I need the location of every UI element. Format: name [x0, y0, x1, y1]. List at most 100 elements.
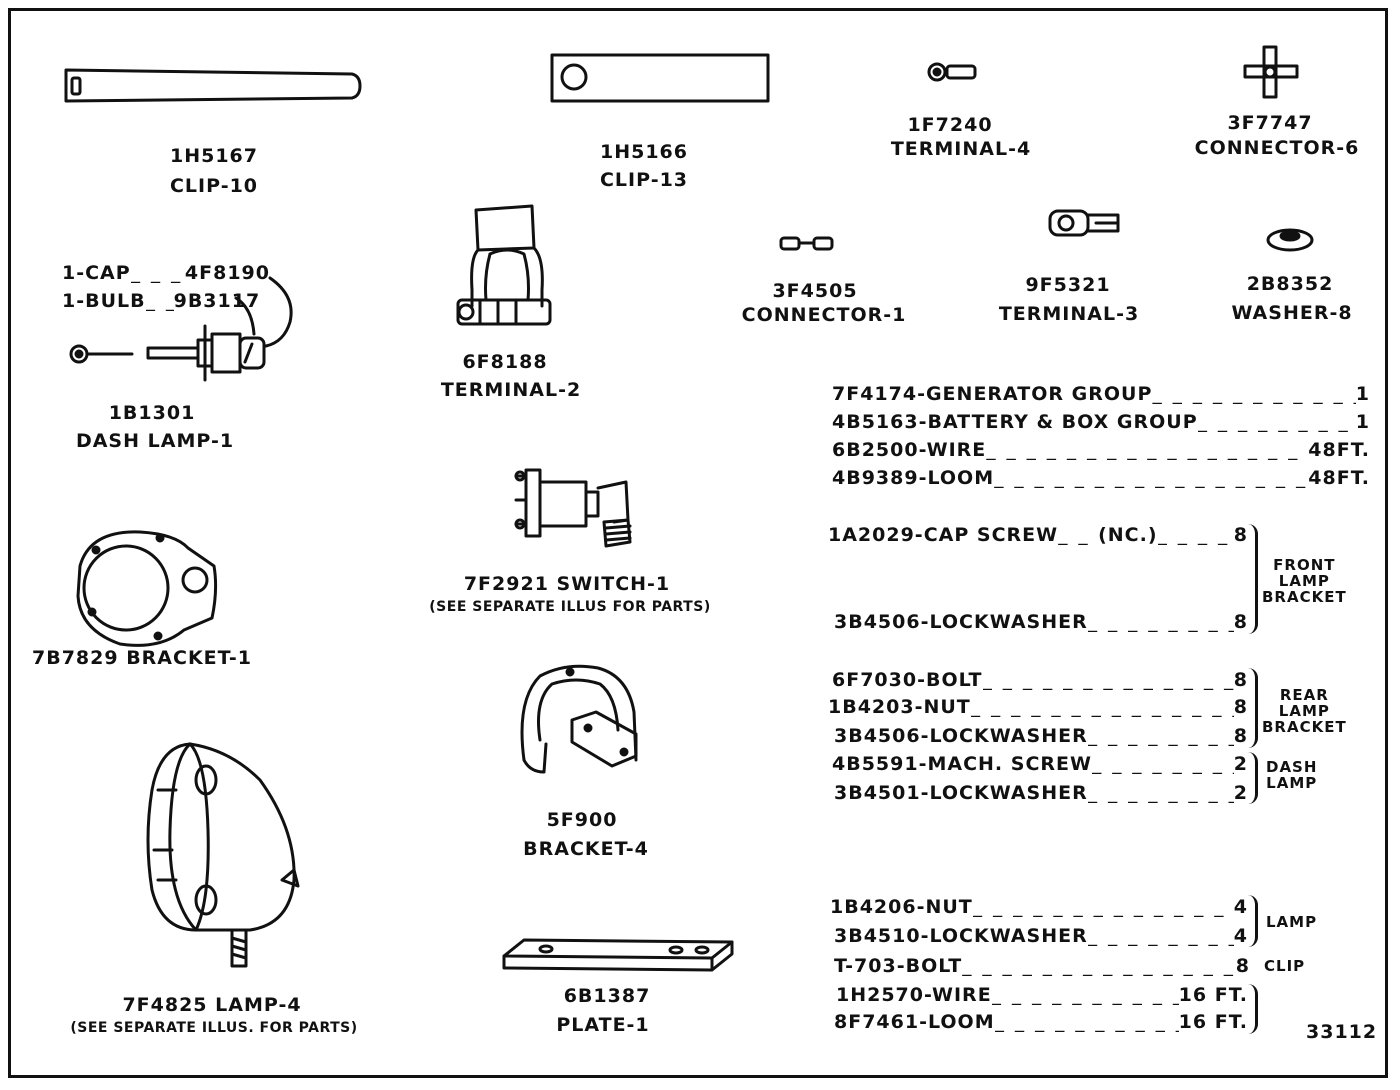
group-label-line: FRONT [1273, 556, 1336, 574]
leader-dashes: _ _ _ _ _ _ _ _ _ _ _ _ _ _ _ _ _ _ _ _ … [1087, 613, 1234, 632]
switch-label: 7F2921 SWITCH-1 [463, 573, 671, 595]
washer-8-number: 2B8352 [1246, 273, 1334, 295]
bracket-4-name: BRACKET-4 [523, 838, 649, 860]
connector-6-number: 3F7747 [1227, 112, 1313, 134]
list-qty: 4 [1233, 925, 1248, 947]
list-item: 4B5591-MACH. SCREW [832, 753, 1092, 775]
list-row: 3B4506-LOCKWASHER _ _ _ _ _ _ _ _ _ _ _ … [834, 727, 1248, 746]
terminal-2-name: TERMINAL-2 [440, 379, 582, 401]
list-qty: 16 FT. [1178, 1011, 1248, 1033]
leader-dashes: _ _ _ _ _ _ _ _ _ _ _ _ _ _ _ _ _ _ _ _ … [982, 671, 1234, 690]
list-row: 6F7030-BOLT _ _ _ _ _ _ _ _ _ _ _ _ _ _ … [832, 671, 1248, 690]
terminal-2-drawing [456, 204, 552, 326]
leader-dashes: _ _ _ _ _ _ _ _ _ _ _ _ _ _ _ _ _ _ _ _ … [1091, 755, 1234, 774]
lamp-4-drawing [146, 742, 300, 968]
list-qty: 1 [1355, 383, 1370, 405]
list-row: 1B4206-NUT _ _ _ _ _ _ _ _ _ _ _ _ _ _ _… [830, 898, 1248, 917]
leader-dashes: _ _ _ _ _ _ _ _ _ _ _ _ _ _ _ _ _ _ _ _ … [1197, 413, 1356, 432]
leader-dashes: _ _ _ _ _ _ _ _ _ _ _ _ _ _ _ _ _ _ _ _ … [962, 957, 1236, 976]
terminal-3-number: 9F5321 [1025, 274, 1111, 296]
list-row: 4B9389-LOOM _ _ _ _ _ _ _ _ _ _ _ _ _ _ … [832, 469, 1370, 488]
plate-1-number: 6B1387 [563, 985, 651, 1007]
group-label-line: LAMP [1278, 571, 1330, 590]
list-item: 3B4501-LOCKWASHER [834, 782, 1088, 804]
leader-dashes: _ _ _ _ _ _ _ _ _ _ _ _ _ _ _ _ _ _ _ _ … [1087, 727, 1234, 746]
clip-13-name: CLIP-13 [599, 169, 689, 191]
washer-8-name: WASHER-8 [1231, 302, 1353, 324]
list-item: 4B9389-LOOM [832, 467, 995, 489]
list-item: 1B4206-NUT [830, 896, 973, 918]
connector-6-drawing [1243, 45, 1299, 99]
leader-dashes: _ _ _ _ _ _ _ _ _ _ _ _ _ _ _ _ _ _ _ _ … [991, 986, 1179, 1005]
list-row: 4B5163-BATTERY & BOX GROUP _ _ _ _ _ _ _… [832, 413, 1370, 432]
group-label-line: BRACKET [1262, 587, 1347, 606]
switch-drawing [514, 468, 632, 548]
list-qty: 8 [1233, 669, 1248, 691]
list-qty: 4 [1233, 896, 1248, 918]
dash-lamp-name: DASH LAMP-1 [75, 430, 235, 452]
clip-13-drawing [550, 53, 770, 103]
leader-dashes: _ _ _ _ [1058, 526, 1098, 545]
connector-1-drawing [779, 236, 834, 251]
list-row: 8F7461-LOOM _ _ _ _ _ _ _ _ _ _ _ _ _ _ … [834, 1013, 1248, 1032]
clip-10-name: CLIP-10 [169, 175, 259, 197]
lamp-brace [1248, 895, 1258, 947]
clip-10-drawing [64, 68, 362, 103]
switch-note: (SEE SEPARATE ILLUS FOR PARTS) [429, 599, 711, 615]
lamp-group-label: LAMP [1266, 913, 1318, 931]
bracket-4-drawing [520, 664, 638, 774]
list-item: 7F4174-GENERATOR GROUP [832, 383, 1153, 405]
figure-number: 33112 [1306, 1021, 1378, 1043]
bracket-1-drawing [76, 530, 218, 647]
list-item: 6F7030-BOLT [832, 669, 983, 691]
list-item: 4B5163-BATTERY & BOX GROUP [832, 411, 1198, 433]
leader-dashes: _ _ _ _ _ _ _ _ _ _ _ _ _ _ _ _ _ _ _ _ … [994, 469, 1308, 488]
list-qty: 8 [1235, 955, 1250, 977]
dash-lamp-group-label: DASH LAMP [1266, 758, 1318, 792]
dash-lamp-brace [1248, 752, 1258, 804]
leader-dashes: _ _ _ _ _ _ _ _ _ _ _ _ _ _ _ _ _ _ _ _ … [972, 898, 1234, 917]
group-label-line: DASH [1266, 758, 1318, 776]
washer-8-drawing [1266, 228, 1314, 252]
list-qty: 48FT. [1308, 467, 1370, 489]
terminal-3-name: TERMINAL-3 [998, 303, 1140, 325]
list-item: 3B4510-LOCKWASHER [834, 925, 1088, 947]
front-lamp-bracket-label: FRONT LAMP BRACKET [1262, 556, 1347, 606]
dash-lamp-drawing [69, 276, 293, 382]
leader-dashes: _ _ _ _ _ _ _ _ _ _ _ _ _ _ _ _ _ _ _ _ … [970, 698, 1234, 717]
leader-dashes: _ _ _ _ _ _ _ _ _ _ _ _ _ _ _ _ _ _ _ _ … [986, 441, 1308, 460]
clip-13-number: 1H5166 [599, 141, 689, 163]
leader-dashes: _ _ _ _ _ _ _ _ _ _ _ _ _ _ _ _ _ _ _ _ … [1152, 385, 1355, 404]
bracket-4-number: 5F900 [546, 809, 618, 831]
leader-dashes: _ _ _ _ [1157, 526, 1230, 545]
list-row: 1A2029-CAP SCREW _ _ _ _ (NC.) _ _ _ _ 8 [828, 526, 1248, 545]
terminal-4-name: TERMINAL-4 [890, 138, 1032, 160]
connector-1-name: CONNECTOR-1 [741, 304, 907, 326]
list-extra: (NC.) [1098, 524, 1158, 546]
leader-dashes: _ _ _ _ _ _ _ _ _ _ _ _ _ _ _ _ _ _ _ _ … [994, 1013, 1179, 1032]
list-row: 6B2500-WIRE _ _ _ _ _ _ _ _ _ _ _ _ _ _ … [832, 441, 1370, 460]
leader-dashes: _ _ _ _ [145, 292, 174, 311]
plate-1-drawing [502, 938, 734, 972]
terminal-4-drawing [927, 62, 977, 82]
list-item: 3B4506-LOCKWASHER [834, 725, 1088, 747]
leader-dashes: _ _ _ _ _ _ _ _ _ _ _ _ _ _ _ _ _ _ _ _ … [1087, 927, 1234, 946]
list-item: 3B4506-LOCKWASHER [834, 611, 1088, 633]
list-qty: 8 [1233, 696, 1248, 718]
list-item: 1H2570-WIRE [836, 984, 992, 1006]
list-item: 6B2500-WIRE [832, 439, 987, 461]
list-qty: 16 FT. [1178, 984, 1248, 1006]
group-label-line: LAMP [1266, 773, 1318, 792]
list-qty: 48FT. [1308, 439, 1370, 461]
leader-dashes: _ _ _ _ _ _ _ _ _ _ _ _ _ _ _ _ _ _ _ _ … [1087, 784, 1234, 803]
clip-brace [1248, 984, 1258, 1034]
lamp-4-note: (SEE SEPARATE ILLUS. FOR PARTS) [70, 1020, 358, 1036]
sheet-border [8, 8, 1388, 1078]
list-row: 7F4174-GENERATOR GROUP _ _ _ _ _ _ _ _ _… [832, 385, 1370, 404]
clip-group-label: CLIP [1264, 957, 1306, 975]
list-row: 1B4203-NUT _ _ _ _ _ _ _ _ _ _ _ _ _ _ _… [828, 698, 1248, 717]
terminal-3-drawing [1048, 209, 1120, 237]
list-qty: 8 [1233, 611, 1248, 633]
plate-1-name: PLATE-1 [556, 1014, 650, 1036]
